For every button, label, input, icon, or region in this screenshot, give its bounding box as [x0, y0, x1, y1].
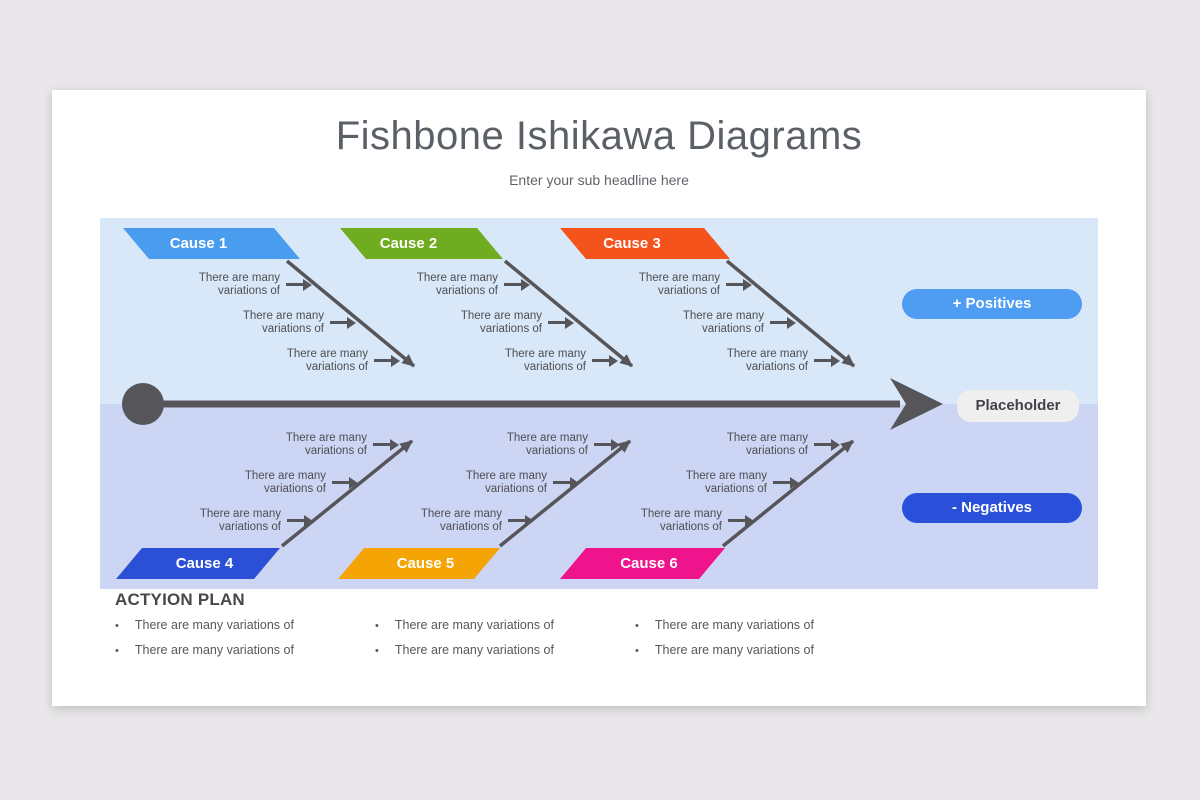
right-arrow-icon [374, 354, 400, 367]
action-bullet-item: There are many variations of [635, 618, 885, 632]
action-bullet-item: There are many variations of [115, 618, 365, 632]
action-bullet-item: There are many variations of [115, 643, 365, 657]
right-arrow-icon [548, 316, 574, 329]
cause-3-banner: Cause 3 [560, 228, 730, 259]
rib-cause-5 [498, 439, 632, 548]
right-arrow-icon [504, 278, 530, 291]
right-arrow-icon [553, 476, 579, 489]
right-arrow-icon [286, 278, 312, 291]
rib-cause-6 [721, 439, 855, 548]
fishbone-diagram: Cause 1 Cause 2 Cause 3 Cause 4 Cause 5 … [100, 218, 1098, 589]
action-plan-column: There are many variations of There are m… [375, 618, 625, 668]
right-arrow-icon [773, 476, 799, 489]
slide-subtitle: Enter your sub headline here [509, 172, 689, 188]
fishbone-skeleton [122, 259, 943, 548]
action-plan-column: There are many variations of There are m… [635, 618, 885, 668]
action-bullet-item: There are many variations of [635, 643, 885, 657]
right-arrow-icon [287, 514, 313, 527]
action-bullet-item: There are many variations of [375, 618, 625, 632]
cause-4-banner: Cause 4 [116, 548, 280, 579]
slide-title: Fishbone Ishikawa Diagrams [335, 114, 863, 158]
right-arrow-icon [814, 438, 840, 451]
action-plan-column: There are many variations of There are m… [115, 618, 365, 668]
cause-5-banner: Cause 5 [338, 548, 500, 579]
right-arrow-icon [373, 438, 399, 451]
rib-cause-4 [280, 439, 414, 548]
slide: Fishbone Ishikawa Diagrams Enter your su… [52, 90, 1146, 706]
spine-arrowhead [890, 378, 943, 430]
spine-tail-circle [122, 383, 164, 425]
effect-placeholder-pill: Placeholder [957, 390, 1079, 422]
cause-6-banner: Cause 6 [560, 548, 725, 579]
negatives-pill: - Negatives [902, 493, 1082, 523]
action-bullet-item: There are many variations of [375, 643, 625, 657]
right-arrow-icon [594, 438, 620, 451]
action-plan-section: ACTYION PLAN There are many variations o… [115, 590, 1095, 657]
positives-pill: + Positives [902, 289, 1082, 319]
right-arrow-icon [592, 354, 618, 367]
right-arrow-icon [726, 278, 752, 291]
action-plan-heading: ACTYION PLAN [115, 590, 245, 609]
right-arrow-icon [814, 354, 840, 367]
right-arrow-icon [332, 476, 358, 489]
right-arrow-icon [728, 514, 754, 527]
right-arrow-icon [330, 316, 356, 329]
right-arrow-icon [508, 514, 534, 527]
cause-2-banner: Cause 2 [340, 228, 503, 259]
right-arrow-icon [770, 316, 796, 329]
cause-1-banner: Cause 1 [123, 228, 300, 259]
